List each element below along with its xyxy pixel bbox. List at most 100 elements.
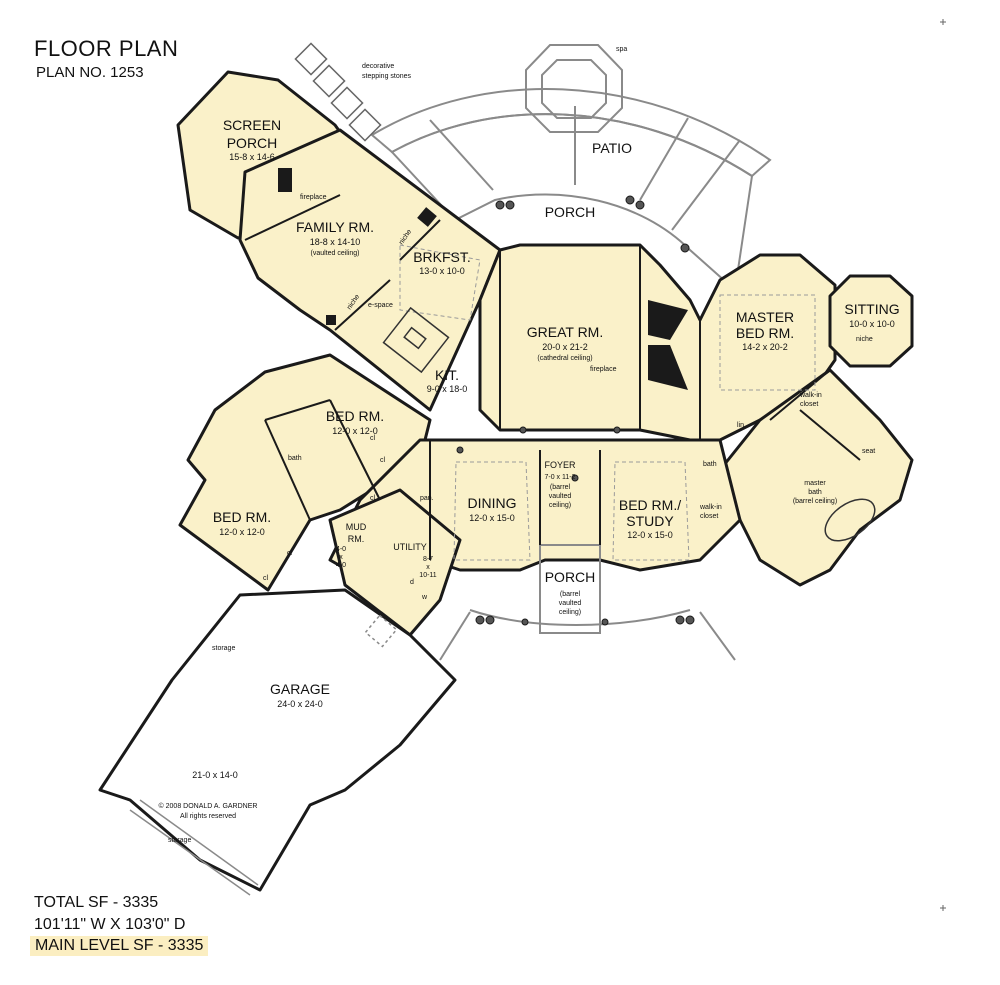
- front-porch-note-2: vaulted: [559, 600, 582, 607]
- garage-area: [98, 588, 457, 892]
- plan-number: PLAN NO. 1253: [36, 64, 144, 81]
- mud-room-name-1: MUD: [346, 522, 367, 532]
- screen-porch-name-2: PORCH: [227, 135, 278, 151]
- patio-area: [370, 88, 772, 292]
- master-bed-dims: 14-2 x 20-2: [742, 342, 788, 352]
- bath-label-bedrooms: bath: [288, 455, 302, 462]
- dining-name: DINING: [468, 495, 517, 511]
- mud-room-dims-2: x: [339, 554, 343, 561]
- lin-label: lin.: [737, 422, 746, 429]
- rear-porch-name: PORCH: [545, 204, 596, 220]
- registration-marks: [940, 19, 946, 911]
- family-wing: [238, 128, 502, 412]
- foyer-note-2: vaulted: [549, 493, 572, 500]
- mud-room-dims-1: 4-0: [336, 546, 346, 553]
- master-walkin-2: closet: [800, 401, 818, 408]
- copyright-1: © 2008 DONALD A. GARDNER: [159, 802, 258, 810]
- study-walkin-1: walk-in: [699, 504, 722, 511]
- garage-dims-2: 21-0 x 14-0: [192, 770, 238, 780]
- cl-label-5: cl: [263, 575, 269, 582]
- brkfst-name: BRKFST.: [413, 249, 471, 265]
- interior-walls: [244, 194, 861, 560]
- front-porch: [439, 544, 736, 661]
- utility-name: UTILITY: [393, 542, 427, 552]
- foyer-dims: 7-0 x 11-2: [545, 474, 576, 481]
- great-room-dims: 20-0 x 21-2: [542, 342, 588, 352]
- fireplace-label-family: fireplace: [300, 194, 327, 201]
- overall-dimensions: 101'11" W X 103'0" D: [34, 916, 186, 933]
- cl-label-1: cl: [370, 435, 376, 442]
- bed-room-2-dims: 12-0 x 12-0: [219, 527, 265, 537]
- niche-label-sitting: niche: [856, 336, 873, 343]
- master-bath-name-1: master: [804, 480, 826, 487]
- seat-label: seat: [862, 448, 875, 455]
- patio-name: PATIO: [592, 140, 632, 156]
- cl-label-4: cl: [287, 550, 293, 557]
- fireplace-label-great: fireplace: [590, 366, 617, 373]
- utility-dims-1: 8-7: [423, 556, 433, 563]
- master-bath-name-2: bath: [808, 489, 822, 496]
- sitting-name: SITTING: [844, 301, 899, 317]
- main-level-sf: MAIN LEVEL SF - 3335: [30, 936, 209, 956]
- foyer-note-1: (barrel: [550, 484, 571, 491]
- spa-label: spa: [616, 46, 627, 53]
- garage-name: GARAGE: [270, 681, 330, 697]
- family-room-dims: 18-8 x 14-10: [310, 237, 361, 247]
- stepping-stones: [294, 42, 382, 142]
- garage-dims: 24-0 x 24-0: [277, 699, 323, 709]
- kitchen-island: [382, 306, 450, 374]
- stones-label-2: stepping stones: [362, 73, 412, 80]
- screen-porch-name-1: SCREEN: [223, 117, 281, 133]
- spa: [525, 44, 623, 133]
- labels: decorative stepping stones spa SCREEN PO…: [159, 46, 900, 844]
- bed-room-1-dims: 12-0 x 12-0: [332, 426, 378, 436]
- sitting-area: [828, 274, 914, 368]
- brkfst-dims: 13-0 x 10-0: [419, 266, 465, 276]
- great-room-name: GREAT RM.: [527, 324, 604, 340]
- front-porch-note-3: ceiling): [559, 609, 581, 616]
- copyright-2: All rights reserved: [180, 813, 236, 820]
- cl-label-3: cl: [370, 495, 376, 502]
- bath-label-study: bath: [703, 461, 717, 468]
- screen-porch-dims: 15-8 x 14-6: [229, 152, 275, 162]
- washer-label: w: [421, 594, 428, 601]
- dining-dims: 12-0 x 15-0: [469, 513, 515, 523]
- bed-room-2-name: BED RM.: [213, 509, 271, 525]
- utility-dims-2: x: [426, 564, 430, 571]
- pan-label: pan.: [420, 495, 434, 502]
- porch-columns: [456, 195, 695, 626]
- front-porch-name: PORCH: [545, 569, 596, 585]
- bed-room-1-name: BED RM.: [326, 408, 384, 424]
- study-dims: 12-0 x 15-0: [627, 530, 673, 540]
- garage-door: [129, 614, 398, 896]
- storage-label-1: storage: [212, 645, 235, 652]
- mud-room-name-2: RM.: [348, 534, 365, 544]
- kitchen-dims: 9-0 x 18-0: [427, 384, 468, 394]
- front-porch-note-1: (barrel: [560, 591, 581, 598]
- sitting-dims: 10-0 x 10-0: [849, 319, 895, 329]
- study-name-1: BED RM./: [619, 497, 681, 513]
- fireplace-masses: [278, 168, 688, 390]
- ceiling-outlines: [399, 244, 816, 561]
- foyer-name: FOYER: [544, 460, 576, 470]
- study-walkin-2: closet: [700, 513, 718, 520]
- study-name-2: STUDY: [626, 513, 674, 529]
- cl-label-2: cl: [380, 457, 386, 464]
- master-tub: [824, 498, 876, 542]
- dryer-label: d: [410, 579, 414, 586]
- kitchen-name: KIT.: [435, 367, 459, 383]
- e-space-label: e-space: [368, 302, 393, 309]
- family-room-note: (vaulted ceiling): [310, 250, 359, 257]
- storage-label-2: storage: [168, 837, 191, 844]
- mud-room-dims-3: 4-0: [336, 562, 346, 569]
- master-bed-name-2: BED RM.: [736, 325, 794, 341]
- master-walkin-1: walk-in: [799, 392, 822, 399]
- utility-dims-3: 10-11: [419, 572, 436, 579]
- plan-title: FLOOR PLAN: [34, 36, 179, 61]
- utility-area: [328, 488, 462, 637]
- bedroom-wing: [178, 353, 432, 592]
- total-sf: TOTAL SF - 3335: [34, 894, 159, 911]
- foyer-note-3: ceiling): [549, 502, 571, 509]
- great-room-note: (cathedral ceiling): [537, 355, 592, 362]
- master-bed-name-1: MASTER: [736, 309, 794, 325]
